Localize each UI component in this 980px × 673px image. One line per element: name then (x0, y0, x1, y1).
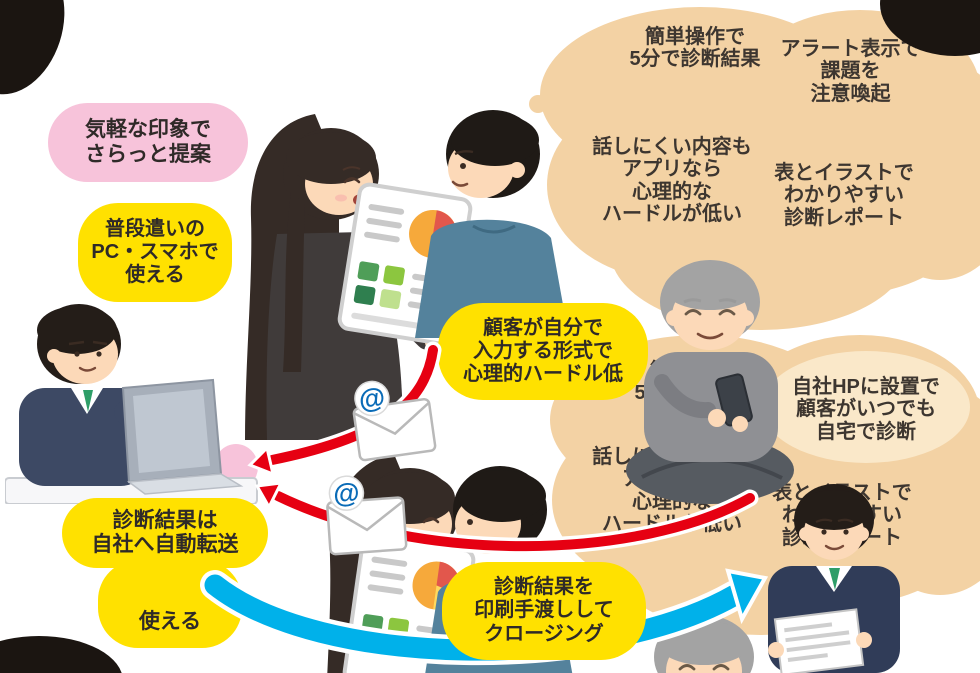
businessman-laptop-illustration (5, 304, 258, 504)
text-line: 表とイラストで (774, 162, 914, 184)
text-line: 課題を (820, 60, 881, 83)
text-line: PC・スマホで (91, 240, 219, 263)
speech-bubble-print-closing: 診断結果を 印刷手渡しして クロージング (442, 562, 646, 660)
text-line: 5分で診断結果 (629, 48, 761, 71)
text-line: 顧客がいつでも (796, 398, 936, 421)
text-line: アプリなら (622, 158, 722, 181)
businessman-document-illustration (768, 484, 900, 673)
thought-trail-dot (529, 95, 547, 113)
text-line: 顧客が自分で (483, 316, 603, 339)
text-line: 印刷手渡しして (474, 599, 614, 622)
email-icon-2: @ (326, 475, 408, 556)
text-line: 入力する形式で (473, 339, 613, 362)
text-line: 診断レポート (784, 206, 904, 229)
text-line: 自宅で診断 (816, 420, 916, 443)
text-line: 注意喚起 (810, 82, 891, 105)
text-line: わかりやすい (784, 184, 904, 207)
thought-text-hp: 自社HPに設置で 顧客がいつでも 自宅で診断 (764, 376, 968, 443)
speech-bubble-everyday-pc: 普段遣いの PC・スマホで 使える (78, 203, 232, 302)
speech-bubble-customer-input: 顧客が自分で 入力する形式で 心理的ハードル低 (438, 303, 648, 400)
text-line: ハードルが低い (602, 203, 742, 226)
speech-bubble-casual-impression: 気軽な印象で さらっと提案 (48, 103, 248, 182)
text-line: 簡単操作で (645, 26, 745, 48)
thought-text-quick-top: 簡単操作で 5分で診断結果 (595, 26, 795, 71)
text-line: 自社HPに設置で (792, 376, 940, 398)
text-line: 心理的な (632, 180, 712, 203)
text-line: 気軽な印象で (85, 118, 211, 142)
thought-inner-ellipse (762, 351, 970, 463)
at-icon: @ (332, 477, 360, 509)
necktie (829, 568, 840, 590)
at-icon: @ (357, 382, 387, 415)
text-line: ハードルが低い (602, 513, 742, 536)
text-line: 使える (138, 609, 202, 633)
thought-text-report-top: 表とイラストで わかりやすい 診断レポート (745, 162, 943, 229)
email-icon-1: @ (352, 380, 437, 462)
text-line: 話しにくい内容も (592, 136, 752, 158)
thought-text-alert: アラート表示で 課題を 注意喚起 (753, 38, 948, 105)
text-line: アラート表示で (780, 38, 921, 60)
text-line: 使える (125, 264, 185, 287)
text-line: 心理的ハードル低 (463, 363, 623, 386)
necktie (83, 390, 93, 412)
elderly-man-smartphone-illustration (626, 260, 794, 504)
thought-text-hurdle-top: 話しにくい内容も アプリなら 心理的な ハードルが低い (572, 136, 772, 226)
text-line: 普段遣いの (105, 217, 205, 240)
speech-bubble-auto-forward: 診断結果は 自社へ自動転送 (62, 498, 268, 568)
text-line: さらっと提案 (85, 142, 211, 166)
thought-trail-dot (547, 78, 579, 110)
man-listening-illustration (415, 110, 569, 338)
text-line: 診断結果を (494, 576, 594, 599)
text-line: 診断結果は (112, 508, 218, 532)
speech-bubble-everyday-partial: 使える (98, 560, 242, 648)
text-line: 自社へ自動転送 (91, 533, 239, 556)
laptop (121, 378, 244, 495)
thought-bubble-top (529, 7, 980, 330)
text-line: クロージング (484, 622, 604, 645)
